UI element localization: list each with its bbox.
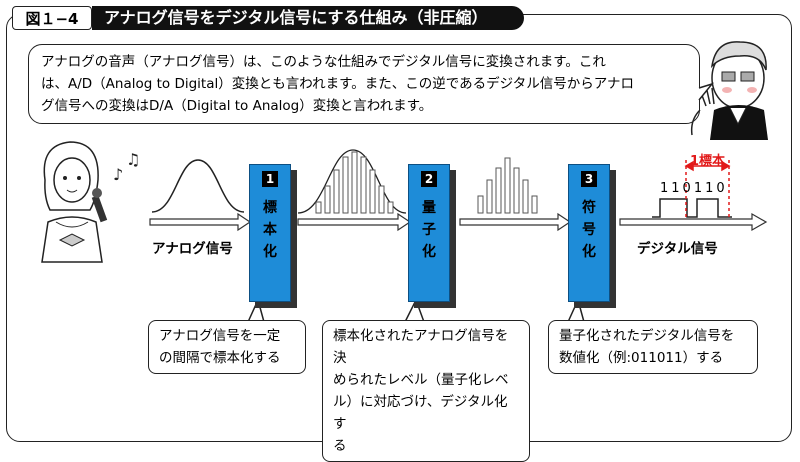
callout-quantization: 標本化されたアナログ信号を決 められたレベル（量子化レベ ル）に対応づけ、デジタ… xyxy=(322,320,530,462)
callout-pointers xyxy=(247,297,585,323)
callout-line: ル）に対応づけ、デジタル化す xyxy=(333,394,508,432)
intro-line: アナログの音声（アナログ信号）は、このような仕組みでデジタル信号に変換されます。… xyxy=(41,54,606,70)
sampled-waveform xyxy=(297,149,407,214)
step-label-char: 化 xyxy=(582,244,596,260)
intro-bubble-tail xyxy=(698,82,715,101)
sample-interval-label: 1標本 xyxy=(690,154,726,169)
singer-illustration: ♪ ♫ xyxy=(41,141,140,263)
teacher-illustration xyxy=(690,41,768,140)
figure-title: アナログ信号をデジタル信号にする仕組み（非圧縮） xyxy=(92,6,524,30)
step-label-char: 化 xyxy=(263,244,277,260)
callout-line: の間隔で標本化する xyxy=(159,350,281,366)
intro-line: は、A/D（Analog to Digital）変換とも言われます。また、この逆… xyxy=(41,76,635,92)
svg-text:♪: ♪ xyxy=(113,165,123,184)
intro-line: グ信号への変換はD/A（Digital to Analog）変換と言われます。 xyxy=(41,98,433,114)
callout-coding: 量子化されたデジタル信号を 数値化（例:011011）する xyxy=(548,320,758,374)
figure-number: 図１−4 xyxy=(12,6,92,30)
step-number: 3 xyxy=(581,171,597,187)
signal-flow-arrow xyxy=(149,212,768,232)
bit-string: 110110 xyxy=(660,181,728,196)
input-signal-label: アナログ信号 xyxy=(152,241,233,257)
step-label-char: 符 xyxy=(582,200,596,216)
step-label-char: 化 xyxy=(422,244,436,260)
step-number: 2 xyxy=(421,171,437,187)
step-sampling-box: 1 標 本 化 xyxy=(249,164,291,302)
callout-line: 量子化されたデジタル信号を xyxy=(559,328,735,344)
callout-sampling: アナログ信号を一定 の間隔で標本化する xyxy=(148,320,306,374)
step-quantization-box: 2 量 子 化 xyxy=(408,164,450,302)
digital-pulse-waveform xyxy=(652,198,732,218)
callout-line: アナログ信号を一定 xyxy=(159,328,281,344)
callout-line: 数値化（例:011011）する xyxy=(559,350,724,366)
step-coding-box: 3 符 号 化 xyxy=(568,164,610,302)
intro-text-box: アナログの音声（アナログ信号）は、このような仕組みでデジタル信号に変換されます。… xyxy=(28,44,700,124)
callout-line: る xyxy=(333,438,347,454)
step-label-char: 本 xyxy=(263,222,277,238)
callout-line: 標本化されたアナログ信号を決 xyxy=(333,328,509,366)
output-signal-label: デジタル信号 xyxy=(637,241,718,257)
step-label-char: 標 xyxy=(263,200,277,216)
analog-waveform xyxy=(151,159,245,213)
step-label-char: 量 xyxy=(422,200,436,216)
step-number: 1 xyxy=(262,171,278,187)
quantized-bars xyxy=(477,157,538,214)
conversion-diagram: ♪ ♫ xyxy=(41,41,768,323)
svg-text:♫: ♫ xyxy=(126,150,140,169)
step-label-char: 号 xyxy=(582,222,596,238)
callout-line: められたレベル（量子化レベ xyxy=(333,372,509,388)
sample-interval-marker xyxy=(684,160,731,220)
step-label-char: 子 xyxy=(422,222,436,238)
